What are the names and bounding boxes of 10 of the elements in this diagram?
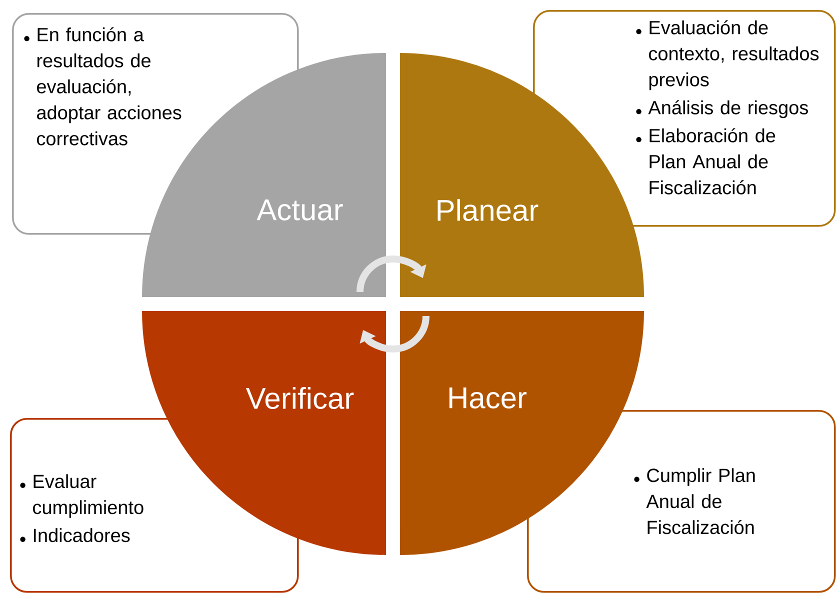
- cycle-arrow: [356, 256, 426, 292]
- bullet-text: Evaluación de contexto, resultados previos: [649, 20, 819, 90]
- quadrant: Planear: [400, 53, 644, 297]
- bullet-text: Evaluar cumplimiento: [33, 474, 144, 518]
- quadrant: Verificar: [142, 310, 386, 555]
- bullet-text: Elaboración de Plan Anual de Fiscalización: [650, 128, 776, 194]
- bullet-text: Análisis de riesgos: [648, 100, 808, 118]
- quadrant: Hacer: [400, 310, 644, 555]
- bullet-text: Indicadores: [34, 528, 130, 542]
- bullet-text: Cumplir Plan Anual de Fiscalización: [646, 468, 755, 534]
